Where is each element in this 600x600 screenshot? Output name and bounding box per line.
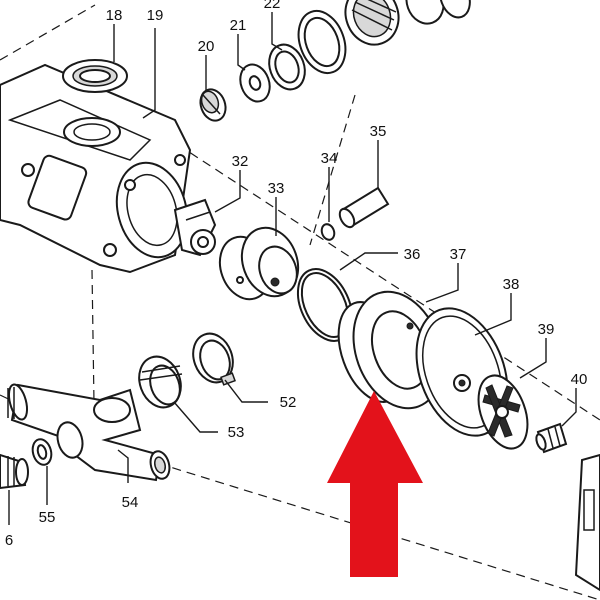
threaded-fitting-6 <box>0 453 29 490</box>
bearing-33 <box>218 226 300 301</box>
callout-36: 36 <box>404 246 421 263</box>
callout-32: 32 <box>232 153 249 170</box>
threaded-ring-53 <box>138 355 183 409</box>
washer-21 <box>239 63 271 103</box>
callout-35: 35 <box>370 123 387 140</box>
pump-housing <box>0 63 192 274</box>
connecting-rod-32 <box>173 198 217 257</box>
callout-54: 54 <box>122 494 139 511</box>
callout-52: 52 <box>280 394 297 411</box>
threaded-plug-20 <box>199 88 227 122</box>
pin-35 <box>338 186 390 229</box>
callout-55: 55 <box>39 509 56 526</box>
seal-stack-top <box>297 0 471 74</box>
leader-lines <box>8 12 577 525</box>
spoked-plate-39 <box>477 374 529 450</box>
callout-6: 6 <box>5 532 13 549</box>
callout-19: 19 <box>147 7 164 24</box>
seal-ring-18 <box>62 59 128 93</box>
callout-18: 18 <box>106 7 123 24</box>
highlight-arrow <box>327 391 423 577</box>
fitting-40 <box>535 422 568 454</box>
washer-55 <box>31 438 53 466</box>
callout-39: 39 <box>538 321 555 338</box>
manifold-tee-54 <box>7 383 171 482</box>
callout-40: 40 <box>571 371 588 388</box>
o-ring-34 <box>320 223 336 241</box>
callout-34: 34 <box>321 150 338 167</box>
cover-plate-37 <box>337 290 444 410</box>
callout-labels: 18 19 20 21 22 32 33 34 35 36 37 38 39 4… <box>5 0 588 549</box>
ring-22 <box>268 43 306 91</box>
callout-38: 38 <box>503 276 520 293</box>
callout-20: 20 <box>198 38 215 55</box>
callout-53: 53 <box>228 424 245 441</box>
callout-37: 37 <box>450 246 467 263</box>
hose-clamp-52 <box>192 332 236 386</box>
callout-33: 33 <box>268 180 285 197</box>
callout-22: 22 <box>264 0 281 12</box>
callout-21: 21 <box>230 17 247 34</box>
gearbox-housing-partial <box>574 453 600 592</box>
